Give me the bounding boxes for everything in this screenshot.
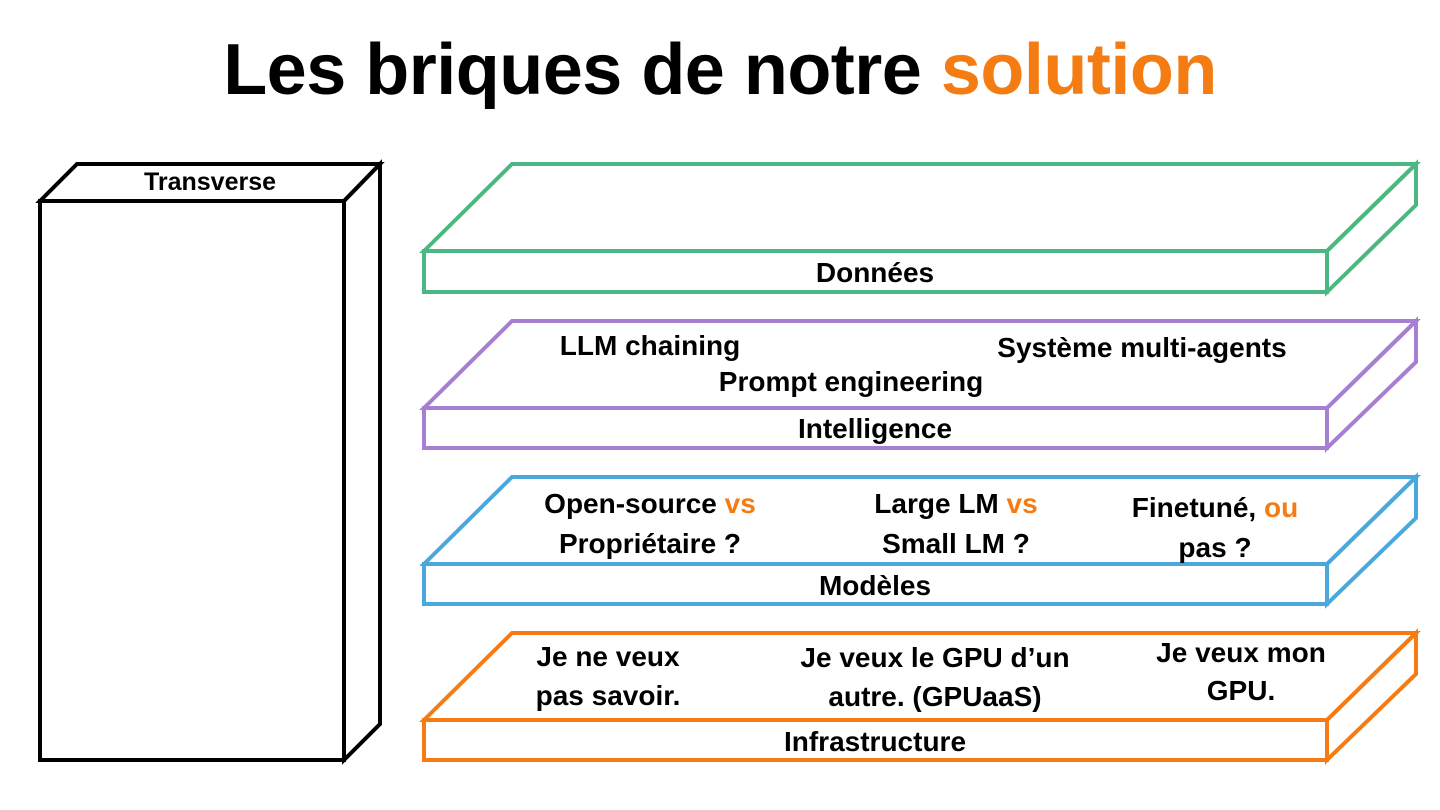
modeles-item-1-line1-b: vs <box>1007 488 1038 519</box>
modeles-item-1-line1-a: Large LM <box>874 488 1006 519</box>
infrastructure-item-0-line1: Je ne veux <box>536 641 680 672</box>
title-accent: solution <box>940 30 1217 110</box>
intelligence-item-prompt-engineering: Prompt engineering <box>719 366 983 397</box>
donnees-top-face <box>419 162 1421 253</box>
transverse-block: Transverse <box>35 159 385 765</box>
donnees-front-face <box>422 249 1329 294</box>
transverse-front-face <box>38 199 346 762</box>
infrastructure-front-face <box>422 718 1329 762</box>
title-main: Les briques de notre <box>223 30 941 110</box>
infrastructure-item-1-line1: Je veux le GPU d’un <box>800 642 1069 673</box>
modeles-item-0-line1-a: Open-source <box>544 488 724 519</box>
infrastructure-side-face <box>1325 628 1418 765</box>
modeles-item-large-lm: Large LM vs <box>874 488 1037 519</box>
transverse-side-face <box>342 159 382 765</box>
layer-intelligence: Intelligence LLM chaining Système multi-… <box>419 316 1421 453</box>
modeles-item-2-line1-a: Finetuné, <box>1132 492 1264 523</box>
intelligence-front-face <box>422 406 1329 450</box>
modeles-item-proprietaire: Propriétaire ? <box>559 528 741 559</box>
infrastructure-item-0-line2: pas savoir. <box>536 680 681 711</box>
layer-infrastructure: Infrastructure Je ne veux pas savoir. Je… <box>419 628 1421 765</box>
intelligence-label: Intelligence <box>798 413 952 444</box>
modeles-item-pas: pas ? <box>1178 532 1251 563</box>
layer-donnees: Données <box>419 159 1421 297</box>
infrastructure-item-1-line2: autre. (GPUaaS) <box>828 681 1041 712</box>
modeles-item-0-line1-b: vs <box>725 488 756 519</box>
modeles-side-face <box>1325 472 1418 609</box>
transverse-label: Transverse <box>144 168 276 196</box>
intelligence-item-multi-agents: Système multi-agents <box>997 332 1286 363</box>
modeles-item-2-line1-b: ou <box>1264 492 1298 523</box>
donnees-label: Données <box>816 257 934 288</box>
modeles-item-small-lm: Small LM ? <box>882 528 1030 559</box>
infrastructure-item-2-line2: GPU. <box>1207 675 1275 706</box>
modeles-front-face <box>422 562 1329 606</box>
layer-modeles: Modèles Open-source vs Propriétaire ? La… <box>419 472 1421 609</box>
infrastructure-item-2-line1: Je veux mon <box>1156 637 1326 668</box>
modeles-item-finetune: Finetuné, ou <box>1132 492 1298 523</box>
modeles-label: Modèles <box>819 570 931 601</box>
intelligence-side-face <box>1325 316 1418 453</box>
donnees-side-face <box>1325 159 1418 297</box>
modeles-item-open-source: Open-source vs <box>544 488 756 519</box>
page-title: Les briques de notre solution <box>0 34 1440 106</box>
intelligence-item-llm-chaining: LLM chaining <box>560 330 740 361</box>
infrastructure-label: Infrastructure <box>784 726 966 757</box>
